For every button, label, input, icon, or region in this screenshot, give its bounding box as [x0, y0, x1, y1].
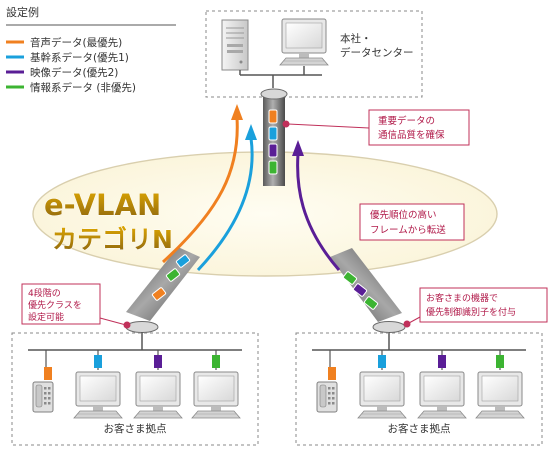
video-flow-arrow [296, 153, 341, 271]
customer-site-left: お客さま拠点 [11, 332, 259, 446]
tag-video [438, 355, 446, 368]
left-router-icon [125, 321, 159, 333]
legend-item-video: 映像データ(優先2) [6, 66, 118, 79]
tag-core [378, 355, 386, 368]
callout-priority-box [359, 203, 465, 241]
tag-info [212, 355, 220, 368]
legend-label-core: 基幹系データ(優先1) [30, 51, 129, 64]
customer-site-right: お客さま拠点 [295, 332, 543, 446]
site-label-right: お客さま拠点 [388, 422, 451, 435]
tag-voice [44, 367, 52, 380]
pc-icon [417, 371, 467, 419]
frame-video [352, 283, 368, 297]
voice-flow-arrow [161, 117, 239, 264]
site-box-right [295, 332, 543, 446]
tag-info [496, 355, 504, 368]
frame-voice [151, 287, 167, 301]
pc-icon [133, 371, 183, 419]
site-label-left: お客さま拠点 [104, 422, 167, 435]
callout-device-line1: お客さまの機器で [426, 292, 498, 304]
pc-icon [191, 371, 241, 419]
hq-router-icon [260, 88, 288, 100]
callout-quality-line1: 重要データの [378, 115, 435, 127]
server-icon [221, 19, 249, 71]
phone-icon [32, 381, 54, 413]
callout-priority-line2: フレームから転送 [370, 224, 446, 236]
tag-voice [328, 367, 336, 380]
callout-priority-line1: 優先順位の高い [370, 209, 437, 221]
hq-label-line1: 本社・ [340, 32, 372, 45]
callout-quality-line2: 通信品質を確保 [378, 129, 445, 141]
hq-pc-icon [279, 18, 329, 66]
tag-video [154, 355, 162, 368]
frame-video [268, 143, 278, 158]
left-access-link [125, 247, 200, 350]
legend-item-info: 情報系データ (非優先) [6, 81, 136, 94]
frame-info [165, 268, 181, 282]
legend-label-voice: 音声データ(最優先) [30, 36, 122, 49]
flow-arrows [161, 104, 341, 272]
callout-device: お客さまの機器で 優先制御識別子を付与 [403, 287, 548, 328]
legend-item-voice: 音声データ(最優先) [6, 36, 122, 49]
vlan-title-line2: カテゴリN [52, 225, 173, 254]
pc-icon [73, 371, 123, 419]
callout-priority: 優先順位の高い フレームから転送 [359, 203, 465, 241]
pc-icon [357, 371, 407, 419]
frame-core [268, 126, 278, 141]
callout-quality: 重要データの 通信品質を確保 [282, 109, 470, 146]
core-arrowhead [245, 124, 257, 140]
tag-core [94, 355, 102, 368]
phone-icon [316, 381, 338, 413]
vlan-title-line1: e-VLAN [44, 188, 161, 222]
frame-info [342, 271, 358, 285]
legend-title: 設定例 [6, 5, 39, 19]
callout-four-class-box [21, 283, 101, 325]
frame-voice [268, 109, 278, 124]
legend-item-core: 基幹系データ(優先1) [6, 51, 129, 64]
legend-label-video: 映像データ(優先2) [30, 66, 118, 79]
frame-info [363, 296, 379, 310]
vlan-title: e-VLAN カテゴリN [44, 188, 174, 255]
hq-site: 本社・ データセンター [205, 10, 423, 98]
frame-info [268, 160, 278, 175]
callout-device-line2: 優先制御識別子を付与 [426, 306, 516, 318]
hq-label-line2: データセンター [340, 46, 414, 59]
callout-four-class: 4段階の 優先クラスを 設定可能 [21, 283, 131, 329]
core-flow-arrow [196, 137, 254, 272]
frame-core [175, 254, 191, 268]
callout-four-class-line1: 4段階の [28, 287, 61, 299]
right-router-icon [372, 321, 406, 333]
callout-quality-box [368, 109, 470, 146]
voice-arrowhead [231, 104, 243, 120]
callout-four-class-line3: 設定可能 [28, 311, 64, 323]
callout-four-class-line2: 優先クラスを [28, 299, 82, 311]
legend: 設定例 音声データ(最優先) 基幹系データ(優先1) 映像データ(優先2) 情報… [6, 5, 176, 94]
pc-icon [475, 371, 525, 419]
video-arrowhead [292, 140, 304, 156]
right-pipe [330, 248, 402, 322]
hq-box [205, 10, 423, 98]
legend-label-info: 情報系データ (非優先) [30, 81, 136, 94]
right-access-link [330, 248, 406, 350]
hq-access-link [260, 88, 288, 186]
callout-device-box [419, 287, 548, 323]
site-box-left [11, 332, 259, 446]
